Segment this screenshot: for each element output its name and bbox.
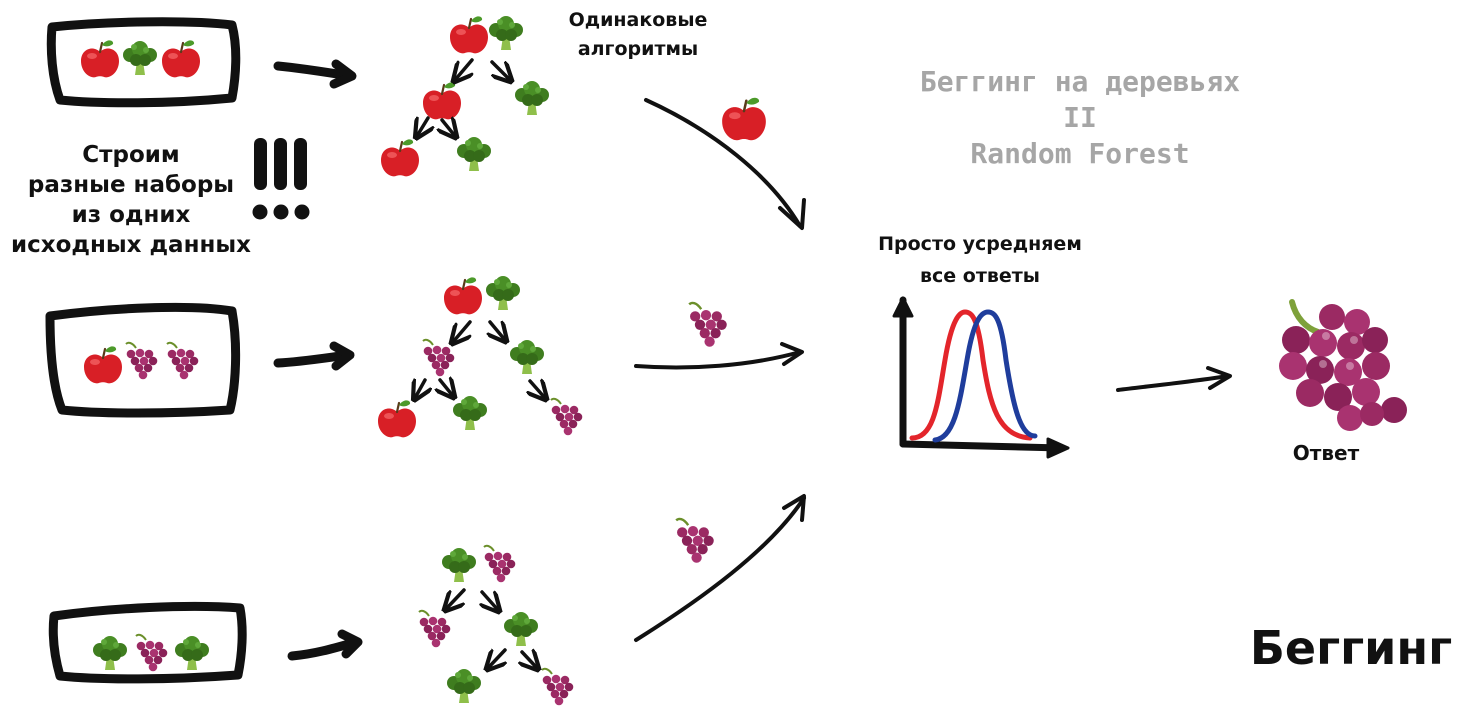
- apple-icon: [79, 39, 121, 79]
- broccoli-icon: [123, 41, 157, 75]
- apple-icon: [448, 15, 490, 55]
- broccoli-icon: [510, 340, 544, 374]
- apple-icon: [379, 138, 421, 178]
- grapes-icon: [550, 397, 584, 437]
- broccoli-icon: [93, 636, 127, 670]
- random-forest-note: Беггинг на деревьях II Random Forest: [919, 65, 1241, 170]
- apple-icon: [376, 399, 418, 439]
- broccoli-icon: [453, 396, 487, 430]
- grapes-icon: [675, 517, 715, 564]
- tree-2: [376, 276, 584, 439]
- arrow-tree1-to-average: [644, 98, 806, 230]
- averaging-plot: [892, 296, 1070, 459]
- answer-label: Ответ: [1292, 441, 1360, 465]
- tree-1: [379, 15, 549, 178]
- arrow-average-to-answer: [1116, 366, 1232, 392]
- tree-3: [418, 544, 575, 707]
- broccoli-icon: [486, 276, 520, 310]
- grapes-icon: [135, 633, 169, 673]
- arrow-box1-to-tree1: [273, 59, 357, 89]
- average-answers-label: Просто усредняем все ответы: [878, 233, 1082, 287]
- exclamation-icon: [254, 138, 307, 190]
- broccoli-icon: [447, 669, 481, 703]
- broccoli-icon: [515, 81, 549, 115]
- ellipsis-icon: [252, 204, 310, 220]
- grapes-icon: [125, 341, 159, 381]
- apple-icon: [421, 81, 463, 121]
- broccoli-icon: [504, 612, 538, 646]
- apple-icon: [720, 96, 768, 142]
- apple-icon: [82, 345, 124, 385]
- apple-icon: [442, 276, 484, 316]
- arrow-box2-to-tree2: [273, 341, 355, 371]
- arrow-box3-to-tree3: [287, 629, 363, 661]
- answer-grapes-icon: [1279, 299, 1407, 431]
- dataset-box-1: [46, 17, 241, 108]
- grapes-icon: [418, 609, 452, 649]
- dataset-box-3: [48, 601, 247, 684]
- grapes-icon: [541, 667, 575, 707]
- grapes-icon: [422, 338, 456, 378]
- apple-icon: [160, 39, 202, 79]
- grapes-icon: [688, 301, 728, 348]
- blue-curve: [932, 309, 1038, 443]
- build-datasets-label: Строим разные наборы из одних исходных д…: [10, 142, 251, 258]
- broccoli-icon: [489, 16, 523, 50]
- bagging-title: Беггинг: [1249, 621, 1453, 675]
- broccoli-icon: [457, 137, 491, 171]
- grapes-icon: [483, 544, 517, 584]
- red-curve: [909, 309, 1033, 441]
- grapes-icon: [166, 341, 200, 381]
- dataset-box-2: [45, 302, 241, 418]
- broccoli-icon: [442, 548, 476, 582]
- broccoli-icon: [175, 636, 209, 670]
- arrow-tree2-to-average: [634, 342, 804, 370]
- arrow-tree3-to-average: [634, 494, 806, 642]
- same-algorithms-label: Одинаковые алгоритмы: [568, 9, 708, 60]
